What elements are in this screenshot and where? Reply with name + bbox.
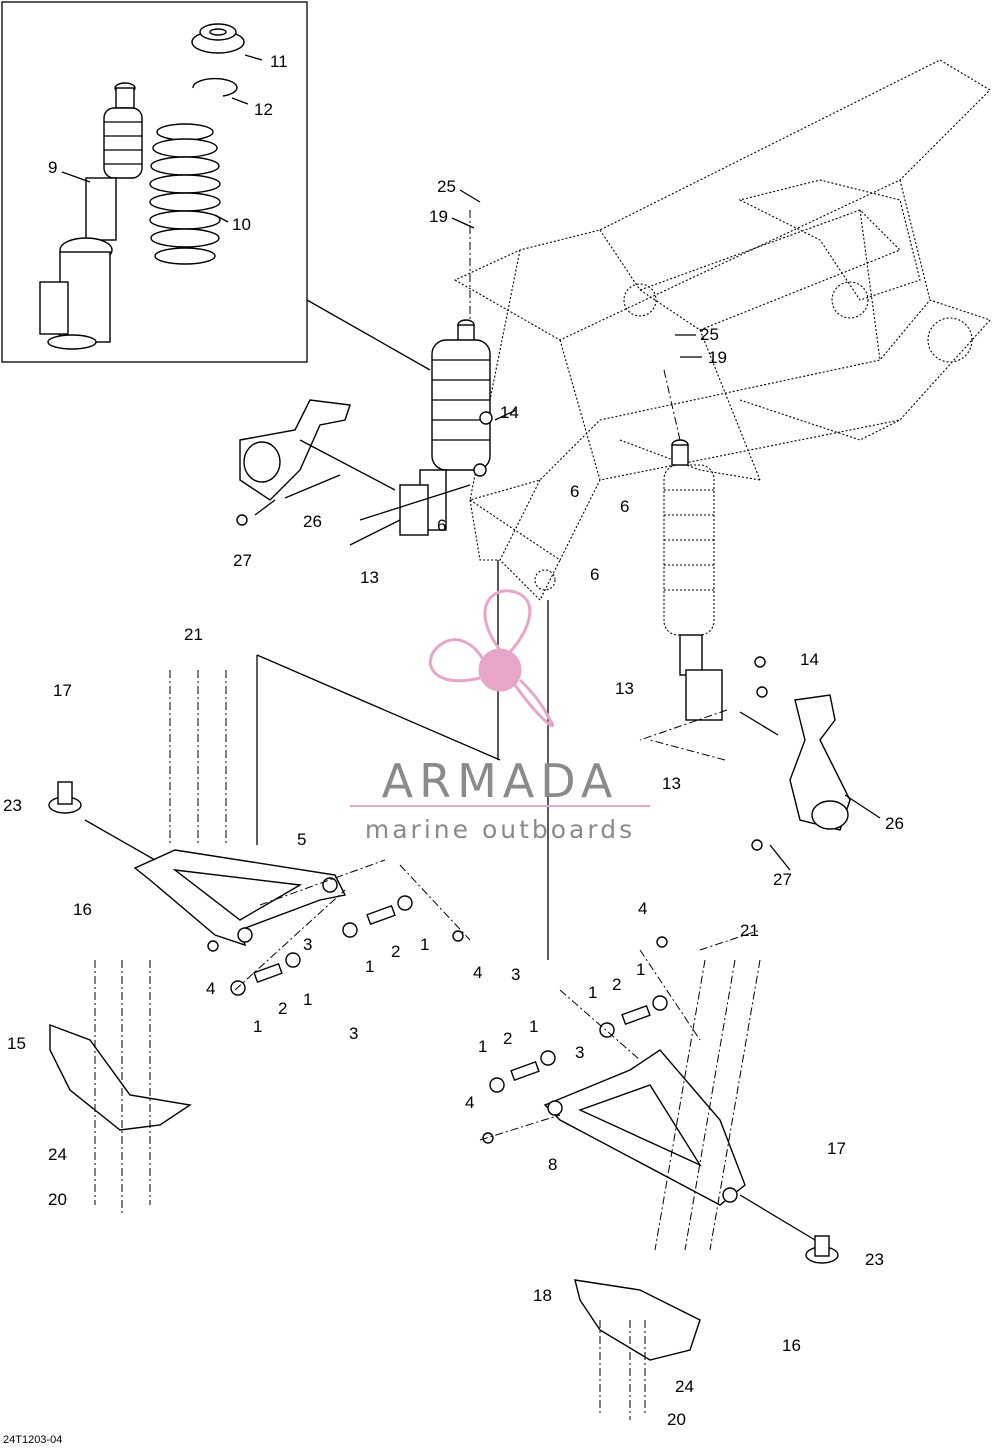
callout-23: 23 bbox=[865, 1250, 884, 1269]
callout-labels: 11 12 9 10 25 19 25 19 14 6 6 6 6 26 27 … bbox=[3, 52, 904, 1429]
watermark-brand: ARMADA bbox=[382, 754, 619, 808]
inset-frame bbox=[1, 1, 308, 363]
left-steering-knuckle bbox=[239, 399, 351, 501]
callout-2: 2 bbox=[391, 942, 400, 961]
left-a-arm bbox=[133, 849, 347, 947]
shock-absorber-part bbox=[39, 82, 143, 350]
callout-26: 26 bbox=[885, 814, 904, 833]
callout-1: 1 bbox=[529, 1017, 538, 1036]
callout-18: 18 bbox=[533, 1286, 552, 1305]
callout-25: 25 bbox=[437, 177, 456, 196]
armada-watermark: ARMADA marine outboards bbox=[350, 589, 650, 844]
figure-code: 24T1203-04 bbox=[3, 1434, 62, 1446]
right-shock-assembly bbox=[663, 439, 723, 721]
callout-1: 1 bbox=[253, 1017, 262, 1036]
callout-13: 13 bbox=[360, 568, 379, 587]
callout-2: 2 bbox=[278, 999, 287, 1018]
callout-20: 20 bbox=[48, 1190, 67, 1209]
callout-14: 14 bbox=[500, 403, 519, 422]
callout-6: 6 bbox=[590, 565, 599, 584]
callout-15: 15 bbox=[7, 1034, 26, 1053]
callout-4: 4 bbox=[473, 963, 482, 982]
callout-3: 3 bbox=[575, 1043, 584, 1062]
callout-21: 21 bbox=[740, 921, 759, 940]
propeller-logo-icon bbox=[429, 589, 555, 728]
callout-9: 9 bbox=[48, 158, 57, 177]
vehicle-frame bbox=[453, 59, 991, 601]
assembly-axes bbox=[94, 210, 761, 1420]
callout-2: 2 bbox=[612, 975, 621, 994]
callout-1: 1 bbox=[420, 935, 429, 954]
right-a-arm bbox=[543, 1049, 746, 1206]
callout-19: 19 bbox=[708, 348, 727, 367]
watermark-tagline: marine outboards bbox=[365, 815, 635, 844]
callout-21: 21 bbox=[184, 625, 203, 644]
inset-leader bbox=[306, 299, 431, 371]
bushings-and-bolts bbox=[207, 411, 768, 1144]
callout-3: 3 bbox=[303, 935, 312, 954]
left-ball-joint bbox=[48, 781, 82, 814]
callout-14: 14 bbox=[800, 650, 819, 669]
callout-5: 5 bbox=[297, 830, 306, 849]
left-shock-assembly bbox=[399, 319, 491, 536]
callout-12: 12 bbox=[254, 100, 273, 119]
coil-spring-part bbox=[149, 123, 221, 265]
callout-6: 6 bbox=[570, 482, 579, 501]
callout-17: 17 bbox=[827, 1139, 846, 1158]
callout-16: 16 bbox=[782, 1336, 801, 1355]
callout-27: 27 bbox=[233, 551, 252, 570]
callout-4: 4 bbox=[206, 979, 215, 998]
callout-4: 4 bbox=[465, 1093, 474, 1112]
callout-23: 23 bbox=[3, 796, 22, 815]
right-ball-joint bbox=[805, 1235, 839, 1264]
callout-3: 3 bbox=[349, 1024, 358, 1043]
callout-16: 16 bbox=[73, 900, 92, 919]
callout-6: 6 bbox=[437, 516, 446, 535]
callout-1: 1 bbox=[303, 990, 312, 1009]
callout-8: 8 bbox=[548, 1155, 557, 1174]
callout-1: 1 bbox=[478, 1037, 487, 1056]
callout-11: 11 bbox=[270, 52, 288, 71]
callout-24: 24 bbox=[675, 1377, 694, 1396]
callout-13: 13 bbox=[662, 774, 681, 793]
callout-13: 13 bbox=[615, 679, 634, 698]
retaining-clip-part bbox=[192, 77, 238, 97]
callout-19: 19 bbox=[429, 207, 448, 226]
right-skid-plate bbox=[574, 1279, 701, 1361]
callout-1: 1 bbox=[588, 983, 597, 1002]
callout-10: 10 bbox=[232, 215, 251, 234]
callout-26: 26 bbox=[303, 512, 322, 531]
spring-seat-part bbox=[191, 23, 245, 54]
callout-17: 17 bbox=[53, 681, 72, 700]
callout-27: 27 bbox=[773, 870, 792, 889]
callout-3: 3 bbox=[511, 965, 520, 984]
callout-24: 24 bbox=[48, 1145, 67, 1164]
callout-2: 2 bbox=[503, 1029, 512, 1048]
right-steering-knuckle bbox=[789, 694, 851, 831]
left-skid-plate bbox=[49, 1023, 192, 1131]
callout-1: 1 bbox=[636, 960, 645, 979]
callout-6: 6 bbox=[620, 497, 629, 516]
callout-1: 1 bbox=[365, 957, 374, 976]
callout-4: 4 bbox=[638, 899, 647, 918]
callout-25: 25 bbox=[700, 325, 719, 344]
callout-20: 20 bbox=[667, 1410, 686, 1429]
